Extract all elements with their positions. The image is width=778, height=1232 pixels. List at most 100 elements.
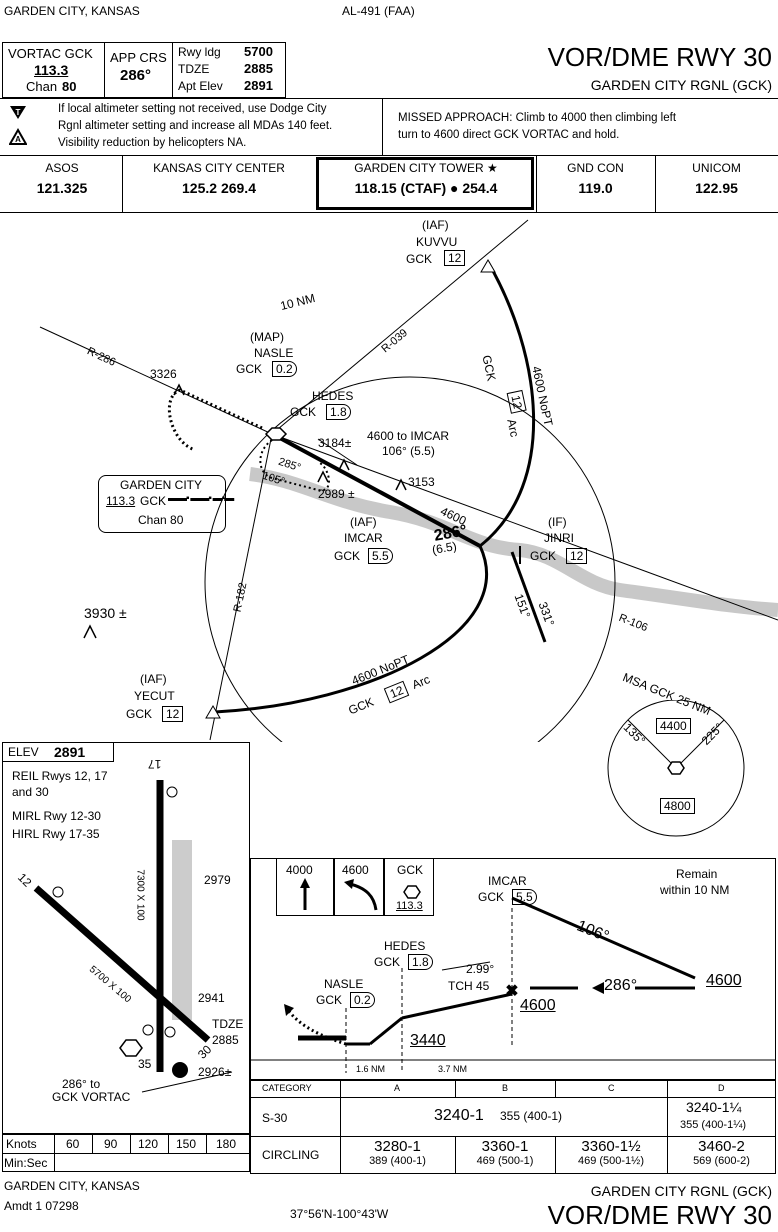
profile-nasle-gck: GCK <box>316 993 343 1007</box>
divider <box>382 98 383 155</box>
arc-south <box>214 545 488 714</box>
s30-label: S-30 <box>262 1111 288 1125</box>
profile-hedes: HEDES <box>384 939 426 953</box>
holding-pattern <box>259 439 330 492</box>
divider <box>455 1136 456 1174</box>
mirl-note: MIRL Rwy 12-30 <box>12 809 101 823</box>
plan-view <box>39 219 778 742</box>
obstacle-2926: 2926± <box>198 1065 232 1079</box>
rwy-17-35-dims: 7300 X 100 <box>134 869 146 921</box>
vasi-icon <box>166 786 178 798</box>
divider <box>122 155 123 212</box>
divider <box>172 42 173 98</box>
elev-box <box>2 742 114 762</box>
divider <box>667 1080 668 1174</box>
outbound-106 <box>511 896 696 980</box>
profile-alt-4600-b: 4600 <box>520 997 556 1014</box>
ma-icon-2 <box>334 858 384 916</box>
divider <box>655 155 656 212</box>
profile-hedes-gck: GCK <box>374 955 401 969</box>
vortac-freq: 113.3 <box>34 62 69 78</box>
profile-nasle-dme: 0.2 <box>350 992 375 1008</box>
comm-tower: GARDEN CITY TOWER ★118.15 (CTAF) ● 254.4 <box>354 161 498 196</box>
obstacle-3184-label: 3184± <box>318 436 352 450</box>
beacon-icon <box>164 1026 176 1038</box>
circling-label: CIRCLING <box>262 1148 320 1162</box>
reil-note-2: and 30 <box>12 785 49 799</box>
ma-gck: GCK <box>397 863 424 877</box>
chart-id: AL-491 (FAA) <box>342 4 415 18</box>
reil-note-1: REIL Rwys 12, 17 <box>12 769 108 783</box>
jinri-label: JINRI <box>544 531 574 545</box>
obstacle-2979: 2979 <box>204 873 231 887</box>
cat-b: B <box>502 1083 509 1093</box>
rule <box>0 155 778 156</box>
diag-tdze-label: TDZE <box>212 1017 244 1031</box>
profile-alt-4600-a: 4600 <box>706 972 742 989</box>
jinri-gck: GCK <box>530 549 557 563</box>
rule <box>0 98 778 99</box>
transition-label-1: 4600 to IMCAR <box>367 429 450 443</box>
kuvvu-label: KUVVU <box>416 235 458 249</box>
profile-mda: 3440 <box>410 1032 446 1049</box>
s30-d-sub: 355 (400-1¼) <box>680 1119 747 1131</box>
kuvvu-iaf-label: (IAF) <box>422 218 449 232</box>
rule <box>250 1136 776 1137</box>
descent-path <box>401 992 513 1020</box>
divider <box>340 1080 341 1174</box>
vortac-symbol <box>264 427 288 441</box>
procedure-title: VOR/DME RWY 30 <box>547 42 772 72</box>
papi-icon <box>52 886 64 898</box>
profile-dist-1: 1.6 NM <box>356 1064 386 1074</box>
final-course <box>277 435 481 548</box>
ma-icon-1 <box>276 858 334 916</box>
yecut-iaf-label: (IAF) <box>140 672 167 686</box>
gc-freq: 113.3 <box>106 494 136 508</box>
t-symbol-icon: T <box>10 106 26 119</box>
kuvvu-dme: 12 <box>444 250 466 266</box>
vortac-ma-icon <box>403 885 421 899</box>
ma-alt-4000: 4000 <box>286 863 313 877</box>
cat-c: C <box>608 1083 615 1093</box>
airport-name: GARDEN CITY RGNL (GCK) <box>590 77 772 93</box>
rwy-ldg-label: Rwy ldg <box>178 45 221 59</box>
airport-drawing <box>33 780 233 1093</box>
minsec-label: Min:Sec <box>4 1156 48 1170</box>
imcar-label: IMCAR <box>344 531 383 545</box>
profile-crs-286: 286° <box>604 977 638 994</box>
vortac-label: VORTAC GCK <box>8 46 93 61</box>
profile-dist-2: 3.7 NM <box>438 1064 468 1074</box>
speed-150: 150 <box>176 1137 197 1151</box>
nasle-label: NASLE <box>254 346 294 360</box>
obstacle-2941: 2941 <box>198 991 225 1005</box>
yecut-fix <box>205 705 221 719</box>
vasi-icon-2 <box>142 1024 154 1036</box>
location-label: GARDEN CITY, KANSAS <box>4 4 140 18</box>
svg-text:A: A <box>15 135 21 144</box>
msa-circle <box>607 700 745 837</box>
briefing-strip <box>2 42 286 98</box>
speed-90: 90 <box>104 1137 118 1151</box>
obstacle-2989 <box>317 470 329 483</box>
chan-value: 80 <box>62 79 77 94</box>
remain-1: Remain <box>676 867 718 881</box>
vortac-airport-icon <box>119 1039 143 1057</box>
missed-arrow-icon <box>284 1004 294 1016</box>
apron <box>172 840 192 1020</box>
rwy-ldg-value: 5700 <box>244 44 273 59</box>
speed-120: 120 <box>138 1137 159 1151</box>
obstacle-3326 <box>173 383 185 396</box>
divider <box>54 1134 55 1172</box>
transition-arrow <box>317 438 358 466</box>
speed-180: 180 <box>216 1137 237 1151</box>
profile-nasle: NASLE <box>324 977 364 991</box>
airport-diagram <box>2 742 250 1134</box>
apt-elev-label: Apt Elev <box>178 79 223 93</box>
asos-icon <box>172 1062 188 1078</box>
footer-airport: GARDEN CITY RGNL (GCK) <box>590 1183 772 1199</box>
cat-d: D <box>718 1083 725 1093</box>
obstacle-3326-label: 3326 <box>150 367 177 381</box>
